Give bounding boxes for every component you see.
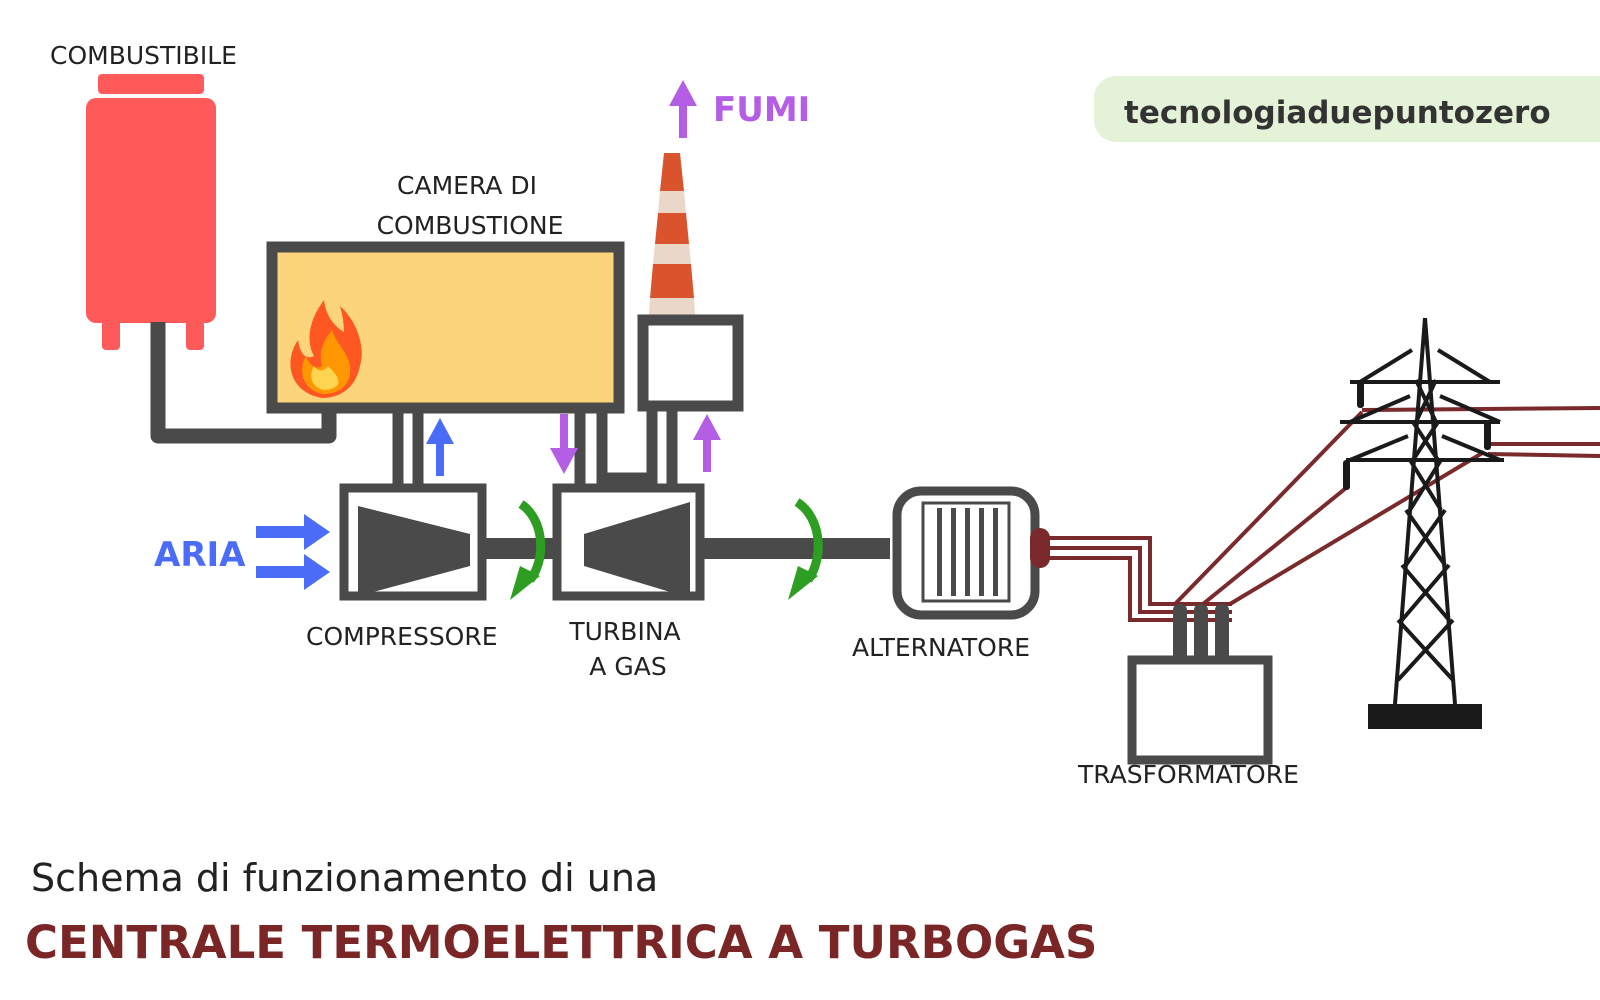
flame-icon (290, 300, 362, 398)
turbine-label-line2: A GAS (589, 652, 666, 681)
fuel-tank-body (86, 98, 216, 323)
fuel-pipe (150, 322, 337, 444)
fuel-tank-leg-right (186, 318, 204, 350)
fumes-up-arrow-icon (693, 414, 721, 472)
transformer-label: TRASFORMATORE (1077, 760, 1299, 789)
turbine-rotor (584, 502, 690, 598)
transformer-body (1127, 655, 1273, 765)
compressor-label: COMPRESSORE (306, 622, 498, 651)
air-input-arrow-icon (256, 554, 330, 590)
alternator-terminal (1030, 528, 1050, 568)
transformer-bushing (1215, 604, 1229, 662)
fumes-exit-arrow-icon (669, 80, 697, 138)
fumes-label: FUMI (713, 90, 810, 130)
alternator-label: ALTERNATORE (852, 633, 1030, 662)
rotation-arrow-icon (510, 500, 546, 600)
air-input-arrow-icon (256, 514, 330, 550)
fuel-tank (86, 74, 216, 350)
turbine-label-line1: TURBINA (568, 617, 680, 646)
transformer-bushing (1173, 604, 1187, 662)
chimney (648, 153, 696, 330)
turbine-duct (574, 404, 658, 484)
fuel-label: COMBUSTIBILE (50, 41, 237, 70)
fuel-tank-cap (98, 74, 204, 94)
outgoing-line (1487, 452, 1600, 458)
main-title: CENTRALE TERMOELETTRICA A TURBOGAS (25, 916, 1097, 969)
brand-badge-bg (1094, 76, 1600, 142)
pylon-icon (1340, 317, 1504, 705)
compressor-duct (392, 404, 424, 484)
transformer (1127, 604, 1273, 765)
air-label: ARIA (154, 535, 246, 575)
transformer-bushing (1194, 604, 1208, 662)
chamber-label-line1: CAMERA DI (397, 171, 537, 200)
compressor-rotor (358, 506, 470, 596)
exhaust-box (637, 314, 744, 412)
chamber-label-line2: COMBUSTIONE (377, 211, 564, 240)
cable-phase-1 (1048, 536, 1232, 606)
power-line (1173, 410, 1364, 606)
air-up-arrow-icon (426, 418, 454, 476)
subtitle: Schema di funzionamento di una (31, 856, 658, 900)
pylon-base (1368, 704, 1482, 729)
power-line (1228, 450, 1486, 606)
alternator (892, 486, 1050, 620)
brand-text: tecnologiaduepuntozero (1124, 95, 1551, 131)
fumes-down-arrow-icon (550, 414, 578, 474)
power-line (1201, 486, 1348, 606)
fuel-tank-leg-left (102, 318, 120, 350)
rotation-arrow-icon (788, 498, 823, 600)
outgoing-line (1361, 406, 1600, 412)
brand-badge: tecnologiaduepuntozero (1094, 76, 1600, 142)
pylon-insulators (1343, 382, 1491, 490)
